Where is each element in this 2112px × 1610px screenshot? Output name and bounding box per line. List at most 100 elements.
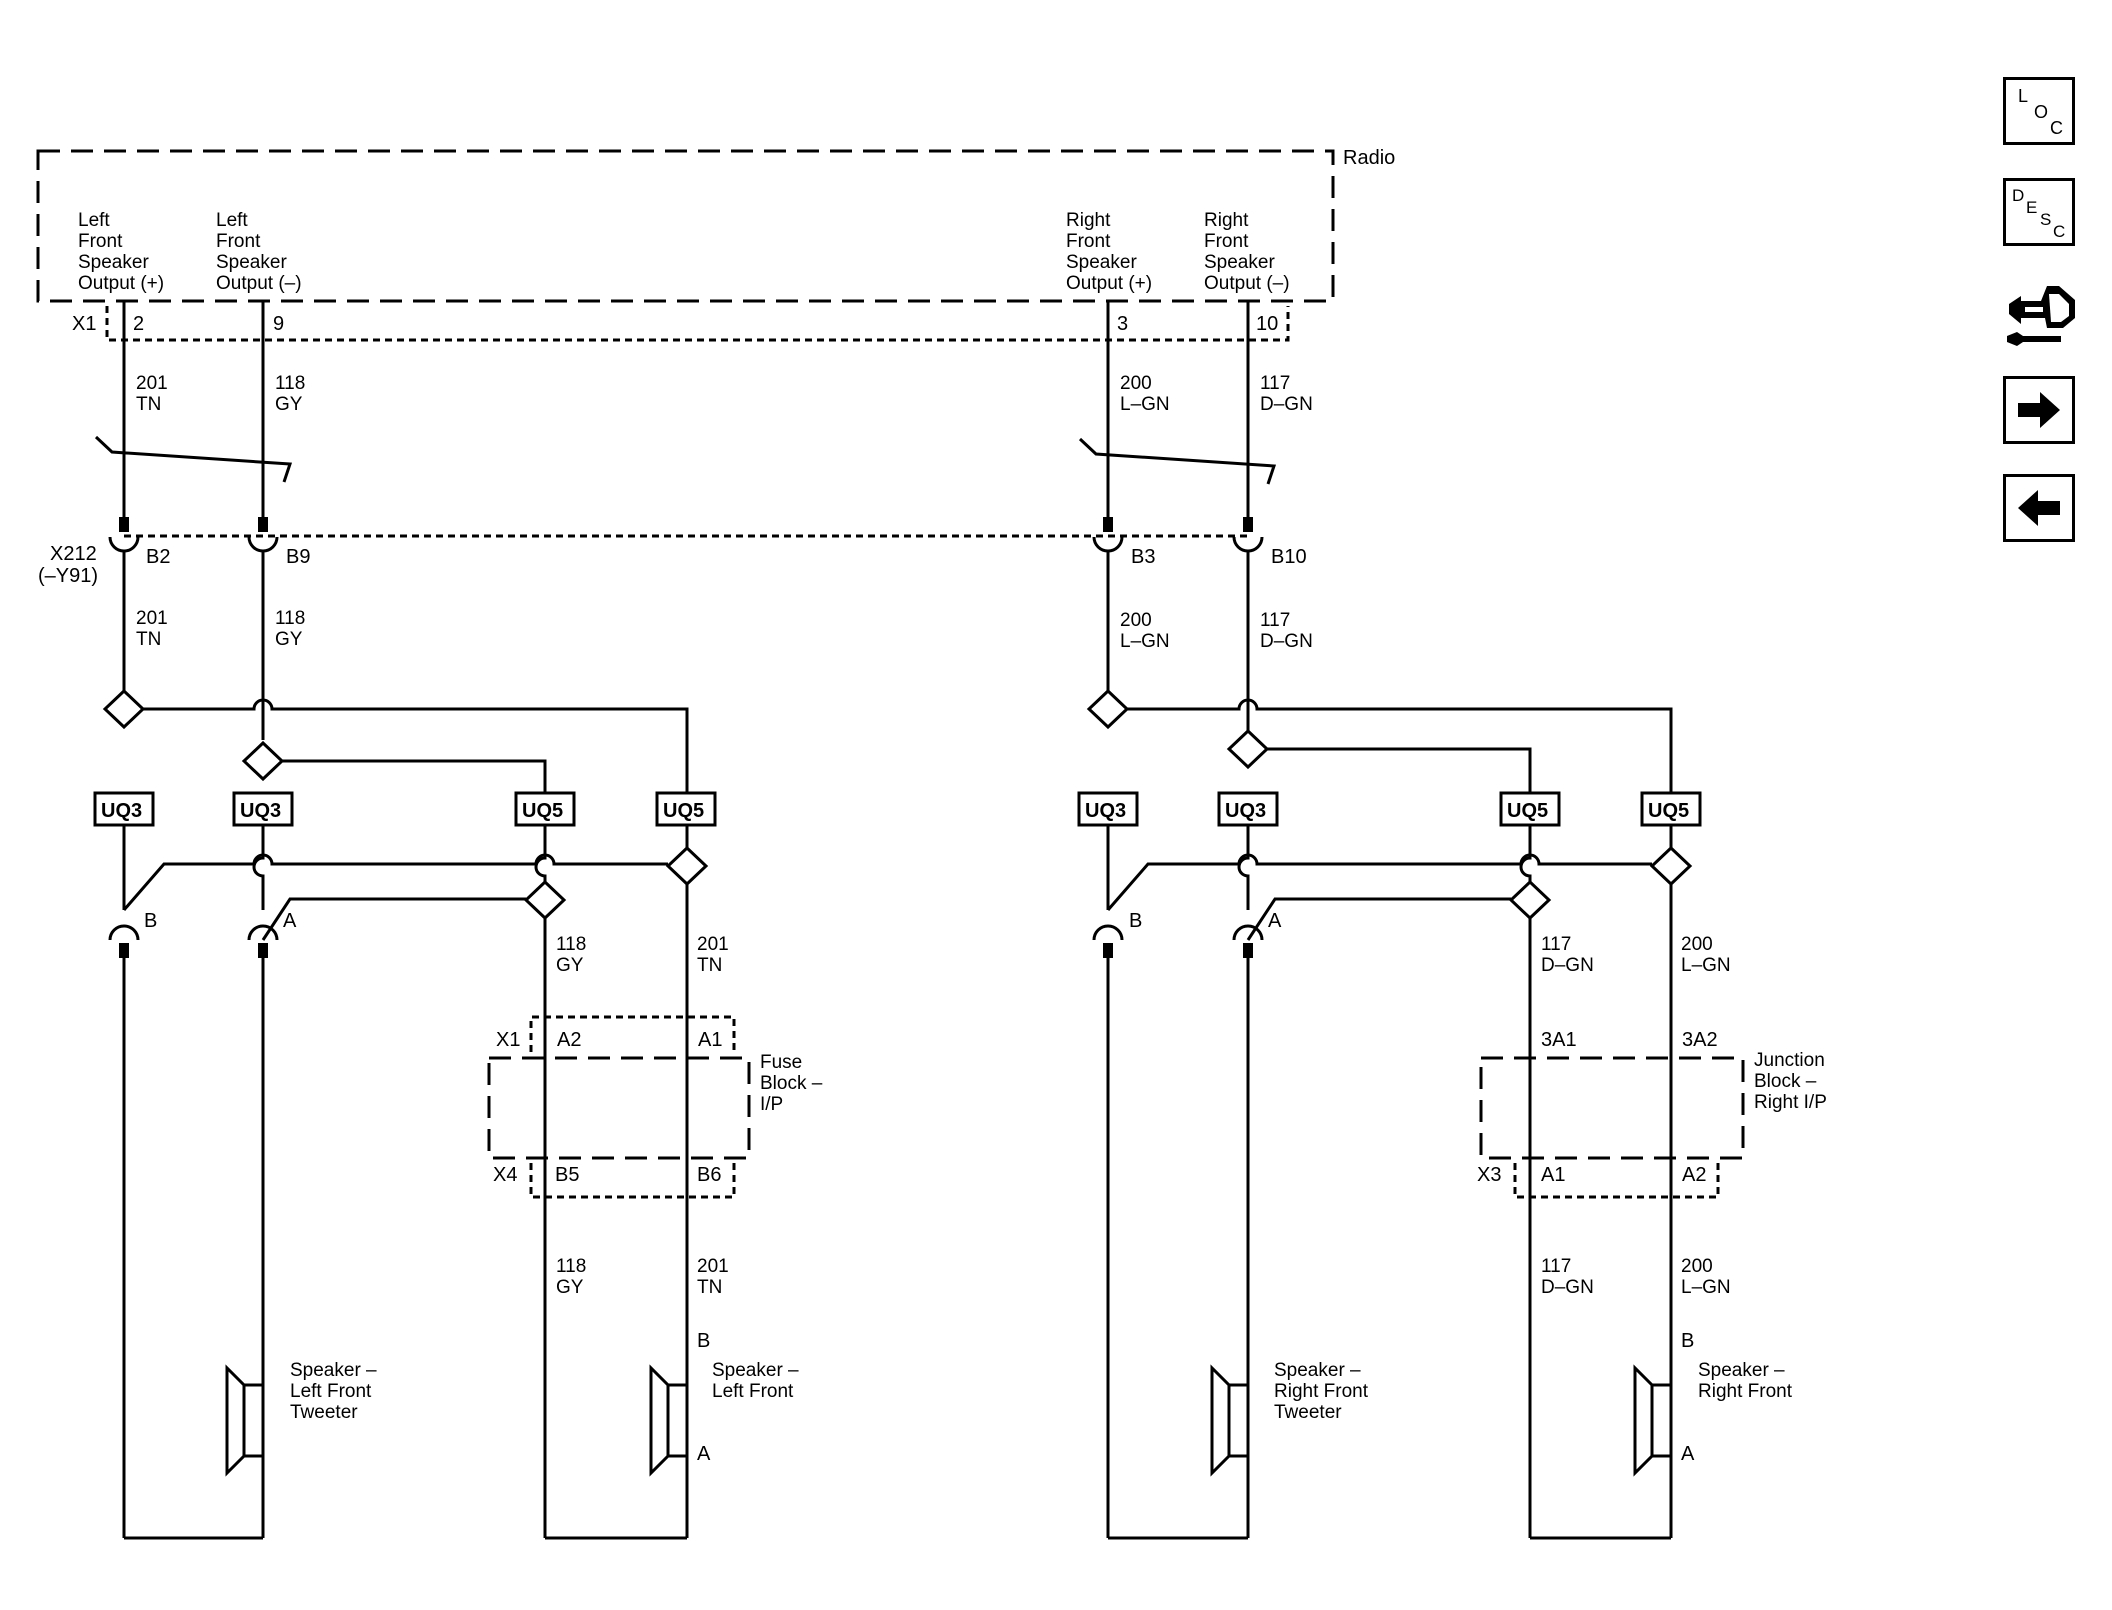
previous-page-button[interactable] — [2003, 474, 2075, 542]
radio-pin: 10 — [1256, 313, 1278, 335]
speaker-label: Right Front — [1698, 1381, 1793, 1402]
radio-module: Radio X1 Left Front Speaker Output (+) L… — [36, 147, 1395, 342]
speaker-label: Right Front — [1274, 1381, 1369, 1402]
next-page-button[interactable] — [2003, 376, 2075, 444]
uq5-label: UQ5 — [522, 800, 563, 822]
speaker-right-front-tweeter: Speaker – Right Front Tweeter — [1210, 1360, 1369, 1477]
wire-circuit: 200 — [1681, 1256, 1713, 1277]
speaker-left-front-tweeter: Speaker – Left Front Tweeter — [225, 1360, 377, 1477]
uq5-label: UQ5 — [1507, 800, 1548, 822]
wire-circuit: 118 — [275, 608, 305, 629]
wire-color: GY — [275, 394, 303, 415]
fuse-block-title: I/P — [760, 1094, 783, 1115]
desc-letter: D — [2012, 186, 2024, 205]
junction-block-title: Junction — [1754, 1050, 1825, 1071]
junction-block-pin: A2 — [1682, 1164, 1706, 1186]
connector-tool-button[interactable] — [2003, 276, 2079, 356]
junction-block-title: Block – — [1754, 1071, 1817, 1092]
x212-inline-connector: X212 (–Y91) B2 B9 B3 B10 201 TN 118 GY 2… — [38, 517, 1313, 740]
connector-tool-icon — [2007, 286, 2075, 346]
wire-color: TN — [136, 629, 161, 650]
loc-letter: O — [2034, 102, 2048, 122]
radio-output-label: Speaker — [1066, 252, 1137, 273]
wire-color: D–GN — [1260, 631, 1313, 652]
speaker-label: Speaker – — [290, 1360, 377, 1381]
wire-circuit: 201 — [697, 1256, 729, 1277]
uq3-label: UQ3 — [101, 800, 142, 822]
splice-pin: A — [1268, 910, 1282, 932]
junction-block-title: Right I/P — [1754, 1092, 1827, 1113]
uq-option-boxes-right: UQ3 UQ3 UQ5 UQ5 — [1077, 791, 1702, 827]
splice-pin: B — [144, 910, 157, 932]
speaker-label: Left Front — [290, 1381, 372, 1402]
radio-output-label: Left — [216, 210, 248, 231]
wire-color: L–GN — [1120, 394, 1170, 415]
radio-output-label: Front — [78, 231, 123, 252]
junction-block-pin: 3A2 — [1682, 1029, 1718, 1051]
loc-letter: C — [2050, 118, 2063, 138]
radio-output-label: Left — [78, 210, 110, 231]
fuse-block-pin: A1 — [698, 1029, 722, 1051]
radio-connector-label: X1 — [72, 313, 96, 335]
speaker-label: Tweeter — [290, 1402, 358, 1423]
upper-wires: 201 TN 118 GY 200 L–GN 117 D–GN — [94, 301, 1313, 522]
x212-pin: B2 — [146, 546, 170, 568]
junction-block-pin: A1 — [1541, 1164, 1565, 1186]
fuse-block-connector: X1 — [496, 1029, 520, 1051]
radio-output-labels: Left Front Speaker Output (+) Left Front… — [78, 210, 1290, 335]
speaker-pin: A — [697, 1443, 711, 1465]
location-button[interactable]: L O C — [2003, 77, 2075, 145]
wire-color: D–GN — [1541, 1277, 1594, 1298]
speaker-label: Speaker – — [1274, 1360, 1361, 1381]
wire-circuit: 201 — [136, 373, 168, 394]
wire-circuit: 201 — [697, 934, 729, 955]
fuse-block-pin: A2 — [557, 1029, 581, 1051]
radio-output-label: Output (–) — [216, 273, 302, 294]
fuse-block-title: Fuse — [760, 1052, 802, 1073]
speaker-right-front: B A Speaker – Right Front — [1633, 1330, 1793, 1477]
junction-block-pin: 3A1 — [1541, 1029, 1577, 1051]
wire-circuit: 200 — [1120, 610, 1152, 631]
radio-output-label: Front — [216, 231, 261, 252]
junction-block-right-ip: 3A1 3A2 X3 A1 A2 Junction Block – Right … — [1477, 1029, 1827, 1199]
wire-circuit: 118 — [556, 934, 586, 955]
wire-circuit: 118 — [556, 1256, 586, 1277]
wire-color: L–GN — [1120, 631, 1170, 652]
x212-option: (–Y91) — [38, 565, 98, 587]
uq3-label: UQ3 — [1225, 800, 1266, 822]
wire-circuit: 200 — [1120, 373, 1152, 394]
wire-circuit: 117 — [1541, 1256, 1571, 1277]
speaker-left-front: B A Speaker – Left Front — [649, 1330, 799, 1477]
speaker-label: Speaker – — [1698, 1360, 1785, 1381]
wire-color: L–GN — [1681, 1277, 1731, 1298]
wire-circuit: 117 — [1541, 934, 1571, 955]
wire-circuit: 117 — [1260, 610, 1290, 631]
wire-circuit: 117 — [1260, 373, 1290, 394]
wire-circuit: 201 — [136, 608, 168, 629]
wire-color: TN — [697, 1277, 722, 1298]
wire-color: D–GN — [1541, 955, 1594, 976]
radio-output-label: Right — [1204, 210, 1249, 231]
radio-output-label: Right — [1066, 210, 1111, 231]
radio-pin: 9 — [273, 313, 284, 335]
speaker-label: Speaker – — [712, 1360, 799, 1381]
wire-color: TN — [697, 955, 722, 976]
radio-output-label: Output (+) — [78, 273, 164, 294]
wire-color: L–GN — [1681, 955, 1731, 976]
radio-pin: 2 — [133, 313, 144, 335]
arrow-right-icon — [2018, 392, 2060, 428]
fuse-block-title: Block – — [760, 1073, 823, 1094]
x212-pin: B3 — [1131, 546, 1155, 568]
uq-option-boxes: UQ3 UQ3 UQ5 UQ5 — [93, 791, 717, 827]
splice-pin: A — [283, 910, 297, 932]
wire-color: GY — [556, 1277, 584, 1298]
wire-color: GY — [275, 629, 303, 650]
uq5-label: UQ5 — [663, 800, 704, 822]
loc-icon: L O C — [2018, 86, 2063, 138]
x212-label: X212 — [50, 543, 97, 565]
description-button[interactable]: D E S C — [2003, 178, 2075, 246]
radio-output-label: Output (+) — [1066, 273, 1152, 294]
radio-output-label: Front — [1204, 231, 1249, 252]
wire-color: GY — [556, 955, 584, 976]
uq3-label: UQ3 — [1085, 800, 1126, 822]
